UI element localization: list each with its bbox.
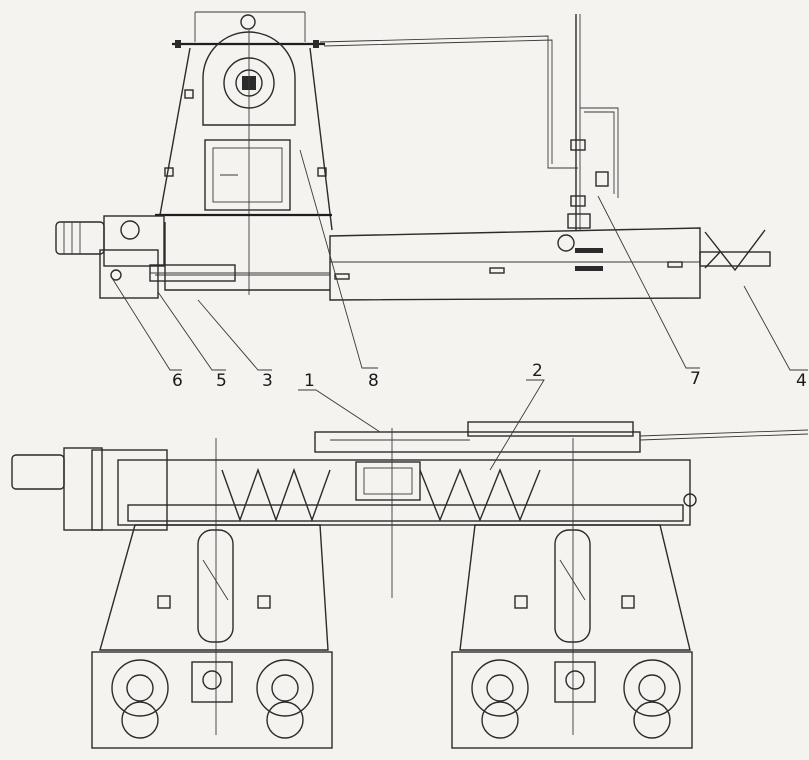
callout-4: 4 — [796, 371, 807, 391]
pipe-loop — [580, 107, 619, 198]
screw-flights-left — [221, 467, 331, 523]
hopper-left-side — [159, 47, 191, 216]
end-flight — [704, 229, 766, 272]
gearbox-lower-view — [63, 447, 103, 531]
left-drive-1 — [111, 659, 169, 717]
screw-flights-right — [419, 468, 541, 522]
callout-labels: 6 5 3 8 7 4 1 2 — [172, 361, 807, 391]
inspection-window — [204, 139, 291, 211]
top-fitting — [240, 14, 256, 30]
callout-1: 1 — [304, 371, 315, 391]
screw-shaft — [127, 504, 684, 522]
left-base — [91, 651, 333, 749]
upper-leaders — [111, 149, 808, 371]
left-support — [99, 524, 329, 651]
lower-leaders — [298, 379, 545, 471]
lower-view — [11, 421, 809, 749]
conveyor-trough — [117, 459, 691, 526]
right-drive-2 — [623, 659, 681, 717]
inlet-port — [557, 234, 575, 252]
callout-3: 3 — [262, 371, 273, 391]
right-base — [451, 651, 693, 749]
pipe-lower — [639, 429, 809, 437]
valve — [595, 171, 609, 187]
center-inlet — [355, 461, 421, 501]
gearbox-lower — [99, 249, 159, 299]
shaft-extension — [699, 251, 771, 267]
gearbox — [103, 215, 165, 267]
motor-lower — [11, 454, 65, 490]
left-sight-glass — [197, 529, 234, 643]
right-sight-glass — [554, 529, 591, 643]
left-drive-2 — [256, 659, 314, 717]
callout-5: 5 — [216, 371, 227, 391]
pipe-main — [319, 35, 578, 169]
upper-view — [55, 11, 771, 301]
callout-6: 6 — [172, 371, 183, 391]
right-support — [459, 524, 691, 651]
callout-8: 8 — [368, 371, 379, 391]
cover-frame — [314, 431, 641, 453]
screw-trough — [329, 227, 701, 301]
callout-7: 7 — [690, 369, 701, 389]
hopper-right-side — [309, 47, 333, 231]
round-cover — [202, 31, 296, 126]
callout-2: 2 — [532, 361, 543, 381]
right-drive-1 — [471, 659, 529, 717]
